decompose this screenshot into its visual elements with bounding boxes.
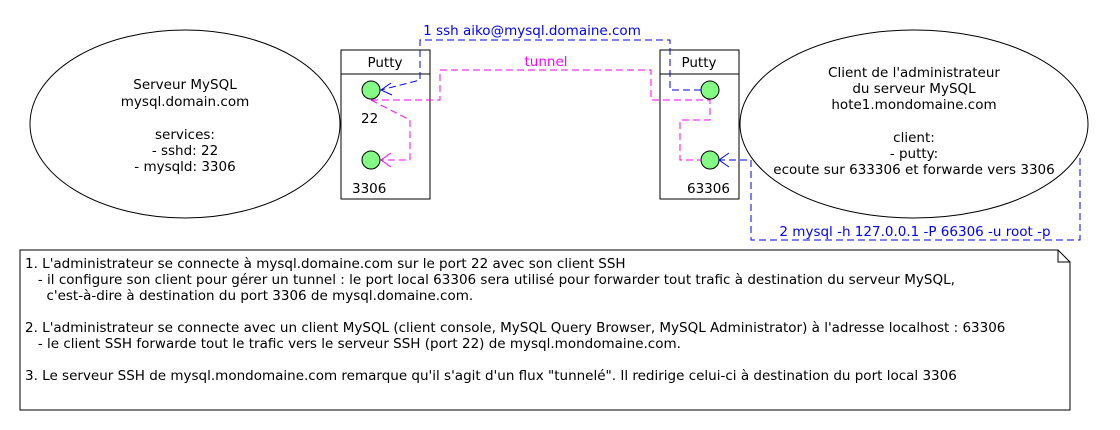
note-line: - il configure son client pour gérer un …	[25, 272, 955, 288]
mysql-link	[718, 152, 1081, 241]
server-line: services:	[155, 127, 215, 143]
server-line: Serveur MySQL	[133, 77, 237, 93]
mysql-server-node: Serveur MySQL mysql.domain.com services:…	[29, 29, 341, 219]
note-line: 3. Le serveur SSH de mysql.mondomaine.co…	[25, 368, 957, 384]
admin-client-node: Client de l'administrateur du serveur My…	[739, 29, 1089, 219]
ssh-link	[379, 39, 701, 96]
putty-left-box: Putty 22 3306	[340, 49, 431, 200]
client-line: Client de l'administrateur	[828, 65, 1000, 81]
port-63306-label: 63306	[687, 181, 730, 197]
explanation-note: 1. L'administrateur se connecte à mysql.…	[19, 249, 1071, 411]
client-line: ecoute sur 633306 et forwarde vers 3306	[773, 162, 1054, 178]
port-3306-label: 3306	[352, 181, 386, 197]
port-22-label: 22	[361, 111, 378, 127]
port-3306-circle	[361, 150, 381, 170]
tunnel-label: tunnel	[524, 54, 567, 70]
mysql-link-label: 2 mysql -h 127.0.0.1 -P 66306 -u root -p	[779, 224, 1050, 240]
putty-right-title: Putty	[681, 55, 716, 71]
port-63306-circle	[700, 150, 720, 170]
note-line: c'est-à-dire à destination du port 3306 …	[25, 288, 473, 304]
port-22-circle	[361, 80, 381, 100]
server-line: mysql.domain.com	[121, 94, 249, 110]
note-line: - le client SSH forwarde tout le trafic …	[25, 336, 681, 352]
ssh-link-label: 1 ssh aiko@mysql.domaine.com	[423, 23, 641, 39]
server-line: - sshd: 22	[152, 143, 218, 159]
note-line: 1. L'administrateur se connecte à mysql.…	[25, 256, 626, 272]
client-line: hote1.mondomaine.com	[831, 97, 996, 113]
client-line: - putty:	[890, 146, 938, 162]
putty-right-box: Putty 63306	[659, 49, 740, 200]
client-line: client:	[893, 130, 935, 146]
putty-left-title: Putty	[367, 55, 402, 71]
tunnel-link	[370, 69, 711, 168]
ssh-client-circle	[700, 80, 720, 100]
client-line: du serveur MySQL	[852, 81, 976, 97]
note-line: 2. L'administrateur se connecte avec un …	[25, 320, 1005, 336]
server-line: - mysqld: 3306	[134, 159, 235, 175]
